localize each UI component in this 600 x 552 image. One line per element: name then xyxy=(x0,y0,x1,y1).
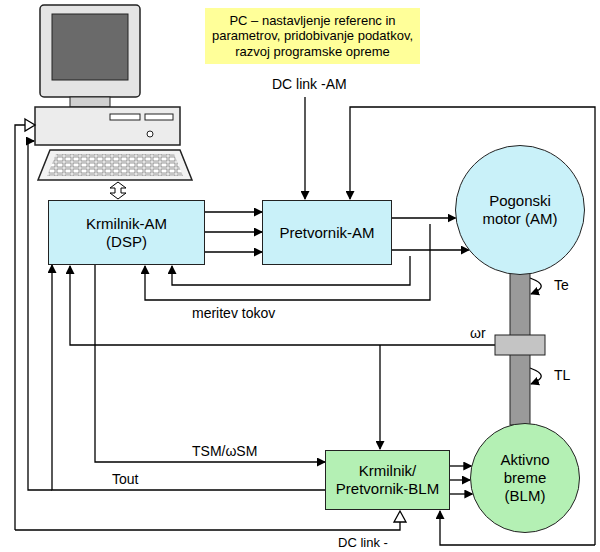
node-text: Aktivno breme (BLM) xyxy=(485,451,565,505)
data-arrow xyxy=(110,182,126,199)
speed-sensor xyxy=(495,335,545,355)
speed-line xyxy=(70,266,495,345)
signal-connector xyxy=(52,265,325,490)
node-text: Krmilnik/ Pretvornik-BLM xyxy=(333,462,443,498)
speed-line xyxy=(379,345,380,449)
hollow-arrow xyxy=(25,119,35,131)
converter-box: Pretvornik-AM xyxy=(262,200,392,265)
torque-arrow xyxy=(530,278,541,294)
dc-link-line xyxy=(304,97,305,199)
torque-arrow xyxy=(530,368,541,384)
hollow-arrow xyxy=(394,511,406,522)
signal-label: DC link - xyxy=(336,535,390,551)
pc-line xyxy=(28,141,52,490)
node-text: Pogonski motor (AM) xyxy=(473,192,568,228)
node-text: Krmilnik-AM (DSP) xyxy=(72,215,182,251)
load-circle: Aktivno breme (BLM) xyxy=(470,423,580,533)
signal-connector xyxy=(392,217,456,218)
computer-icon xyxy=(35,5,192,180)
controller-box: Krmilnik-AM (DSP) xyxy=(48,200,205,265)
signal-label: ωr xyxy=(468,325,488,342)
motor-circle: Pogonski motor (AM) xyxy=(455,145,585,275)
signal-label: TL xyxy=(552,367,572,384)
signal-connector xyxy=(205,211,262,212)
signal-connector xyxy=(95,265,325,462)
signal-connector xyxy=(450,493,472,494)
pc-line xyxy=(15,125,25,530)
node-text: Pretvornik-AM xyxy=(279,224,374,242)
signal-connector xyxy=(450,465,471,466)
signal-connector xyxy=(205,251,262,252)
note-box: PC – nastavljenje referenc in parametrov… xyxy=(205,8,420,64)
signal-label: meritev tokov xyxy=(190,305,277,322)
node-text: PC – nastavljenje referenc in parametrov… xyxy=(210,13,415,60)
edge-label: TSM/ωSM xyxy=(190,443,259,460)
edge-label: Tout xyxy=(110,471,140,488)
signal-label: DC link -AM xyxy=(270,76,349,93)
controller-box: Krmilnik/ Pretvornik-BLM xyxy=(325,450,450,510)
signal-label: Te xyxy=(552,277,571,294)
signal-connector xyxy=(392,249,469,250)
pc-line xyxy=(15,522,400,530)
signal-connector xyxy=(205,231,262,232)
signal-connector xyxy=(450,479,470,480)
